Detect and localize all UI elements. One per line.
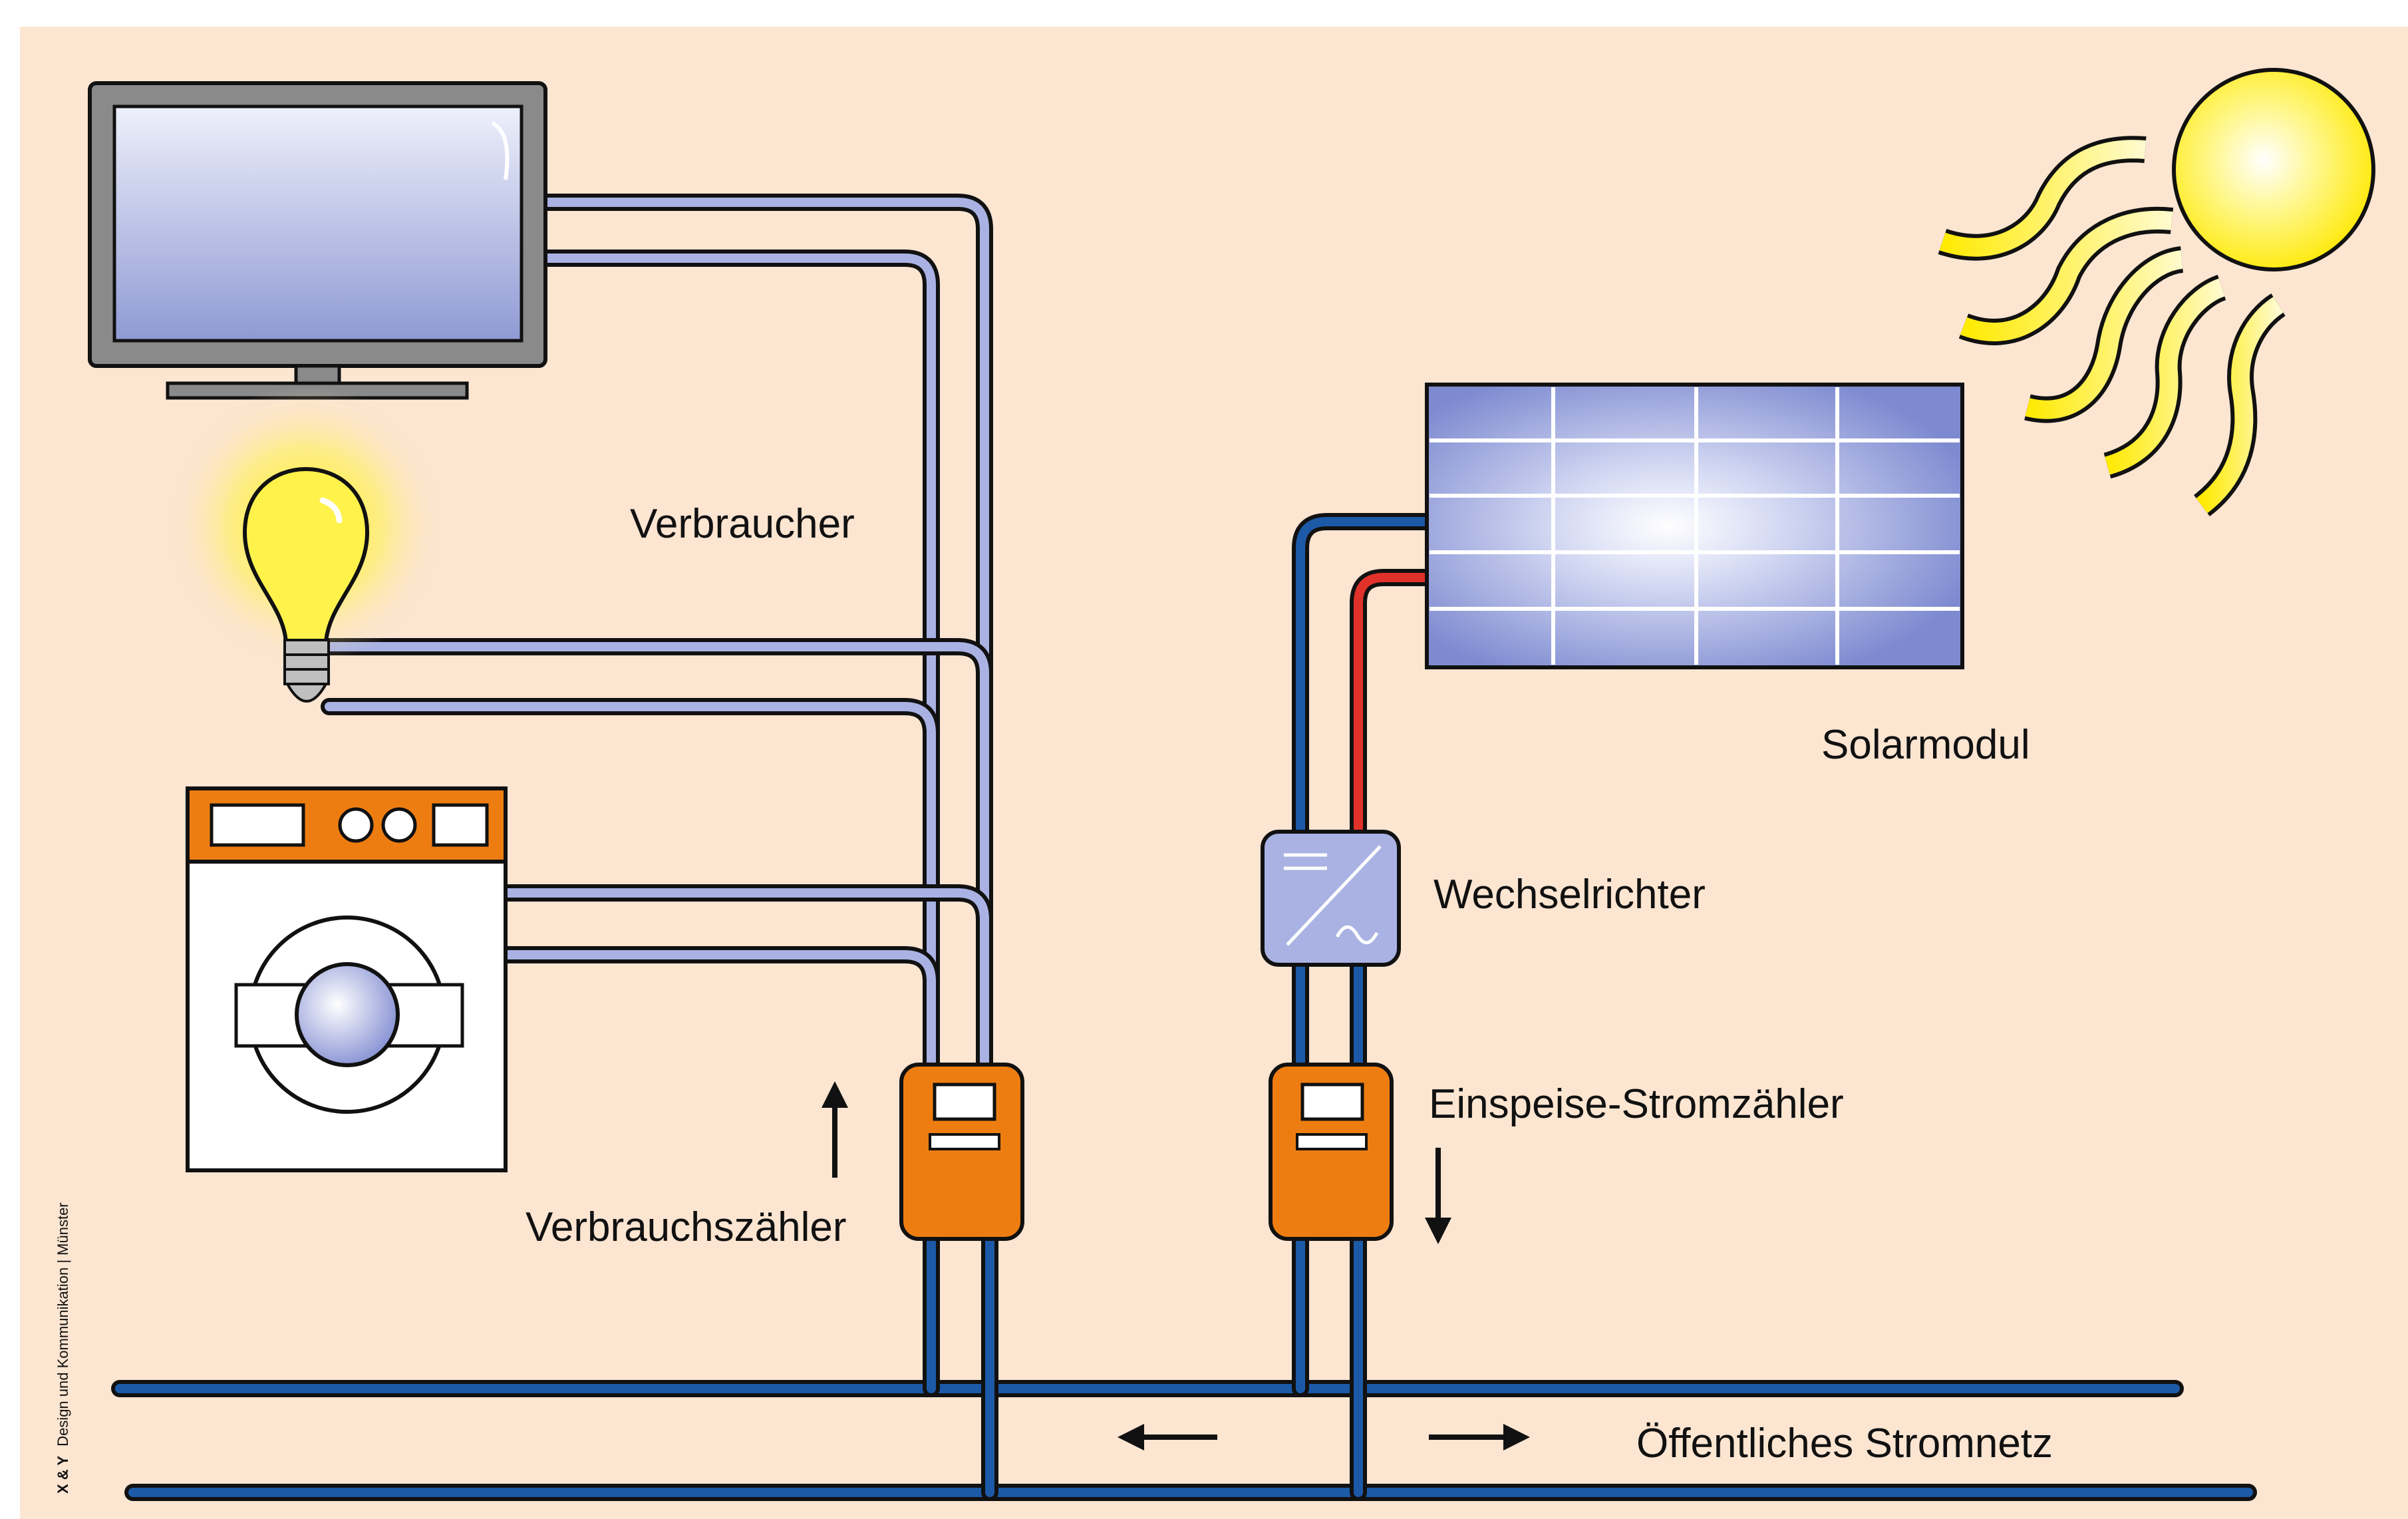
credit-text: Design und Kommunikation | Münster [55, 1202, 71, 1446]
flow-arrows [822, 1081, 1530, 1450]
consumer-cables [321, 194, 993, 1080]
label-public-grid: Öffentliches Stromnetz [1636, 1421, 2053, 1466]
label-feed-meter: Einspeise-Stromzähler [1429, 1081, 1844, 1127]
credit-line: X & Y Design und Kommunikation | Münster [55, 1202, 71, 1494]
solar-panel-icon [1425, 383, 1964, 669]
consumption-meter-icon [899, 1063, 1024, 1241]
sun-icon [2172, 68, 2375, 271]
grid-cables [111, 513, 2257, 1501]
television-icon [88, 81, 547, 400]
label-solar-module: Solarmodul [1821, 722, 2030, 768]
label-consumers: Verbraucher [630, 501, 855, 547]
sun-ray-2 [1958, 206, 2174, 345]
sun-ray-4 [2103, 274, 2227, 479]
svg-text:X & Y Design und Kommuni: X & Y Design und Kommunikation | Münster [55, 1202, 71, 1494]
sun-ray-1 [1938, 136, 2147, 261]
credit-brand: X & Y [55, 1456, 71, 1494]
sun-rays [1938, 136, 2286, 516]
sun-ray-5 [2193, 293, 2286, 516]
light-bulb-icon [166, 386, 446, 703]
label-inverter: Wechselrichter [1433, 872, 1706, 918]
washing-machine-icon [186, 786, 508, 1172]
sun-ray-3 [2024, 246, 2184, 423]
feed-meter-icon [1269, 1063, 1394, 1241]
inverter-icon [1261, 830, 1401, 967]
label-consumption-meter: Verbrauchszähler [526, 1204, 847, 1250]
